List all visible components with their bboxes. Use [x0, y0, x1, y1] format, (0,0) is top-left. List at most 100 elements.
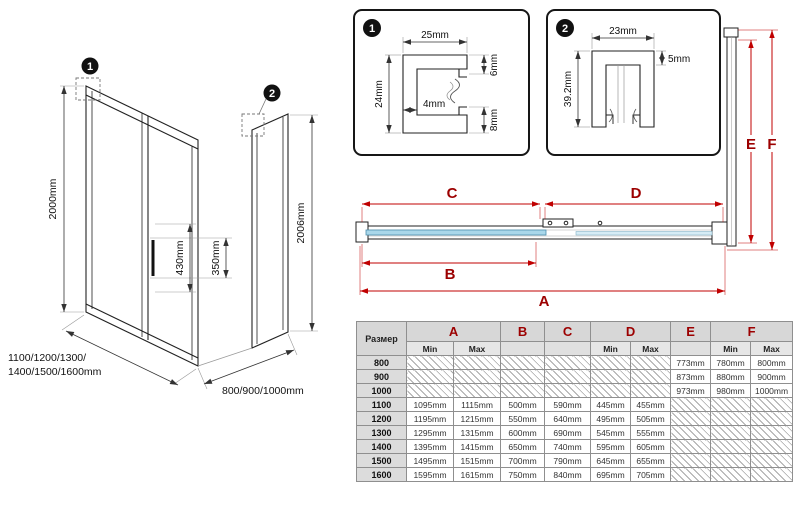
spring-right [633, 108, 638, 123]
front-sliding-door-panel [85, 85, 199, 367]
value-cell: 600mm [500, 425, 546, 440]
handle-dimension-2: 350mm [210, 240, 222, 275]
detail-2-box: 2 23mm 5mm 39.2mm [546, 9, 721, 156]
callout-1-box [75, 77, 101, 101]
value-cell: 1095mm [406, 397, 454, 412]
value-cell: 700mm [500, 453, 546, 468]
value-cell: 740mm [544, 439, 592, 454]
clip-right [632, 114, 640, 124]
depth-dimension: 800/900/1000mm [222, 385, 304, 397]
value-cell: 800mm [750, 355, 794, 370]
detail-1-dim-left: 24mm [374, 80, 385, 108]
value-cell [670, 439, 712, 454]
value-cell [750, 453, 794, 468]
value-cell [670, 453, 712, 468]
column-d-header: D [590, 321, 672, 342]
sliding-glass-panel [365, 229, 547, 236]
size-cell: 1300 [356, 425, 407, 440]
dimension-label-a: A [539, 293, 550, 310]
value-cell: 1515mm [452, 453, 502, 468]
gasket-seal-inner [446, 81, 454, 101]
value-cell: 545mm [590, 425, 632, 440]
value-cell: 790mm [544, 453, 592, 468]
value-cell: 1415mm [452, 439, 502, 454]
value-cell: 455mm [630, 397, 672, 412]
column-c-header: C [544, 321, 592, 342]
value-cell: 1000mm [750, 383, 794, 398]
value-cell [710, 411, 752, 426]
value-cell: 1215mm [452, 411, 502, 426]
value-cell [630, 383, 672, 398]
detail-2-dim-left: 39.2mm [563, 71, 574, 107]
value-cell [590, 369, 632, 384]
value-cell [500, 383, 546, 398]
c-subheader [544, 341, 592, 356]
side-panel-top-view [723, 27, 739, 247]
value-cell: 1395mm [406, 439, 454, 454]
size-cell: 1200 [356, 411, 407, 426]
floor-line [197, 347, 253, 367]
value-cell: 645mm [590, 453, 632, 468]
value-cell [750, 397, 794, 412]
value-cell: 505mm [630, 411, 672, 426]
value-cell: 650mm [500, 439, 546, 454]
value-cell: 973mm [670, 383, 712, 398]
callout-2-number: 2 [269, 88, 275, 100]
value-cell: 1595mm [406, 467, 454, 482]
value-cell [670, 397, 712, 412]
value-cell [544, 383, 592, 398]
value-cell: 590mm [544, 397, 592, 412]
size-table: Размер A B C D E F Min Max Min Max Min M… [356, 321, 794, 482]
value-cell [750, 467, 794, 482]
dimension-label-d: D [631, 185, 642, 202]
value-cell [710, 467, 752, 482]
detail-1-callout-marker [363, 19, 381, 37]
value-cell: 873mm [670, 369, 712, 384]
dimension-label-e: E [746, 136, 756, 153]
width-dimension-line1: 1100/1200/1300/ [8, 352, 86, 364]
value-cell: 655mm [630, 453, 672, 468]
profile-detail-1: 1 25mm 24mm 6mm 8mm [363, 19, 500, 134]
detail-1-dim-top: 25mm [421, 30, 449, 41]
detail-2-dim-top: 23mm [609, 26, 637, 37]
value-cell: 695mm [590, 467, 632, 482]
size-cell: 1500 [356, 453, 407, 468]
value-cell [750, 411, 794, 426]
d-max-header: Max [630, 341, 672, 356]
dimension-label-b: B [445, 266, 456, 283]
callout-1-marker [81, 57, 99, 75]
detail-1-dim-inner: 4mm [423, 99, 445, 110]
dimension-label-f: F [767, 136, 776, 153]
d-min-header: Min [590, 341, 632, 356]
value-cell [750, 439, 794, 454]
value-cell [452, 369, 502, 384]
value-cell [670, 467, 712, 482]
value-cell [452, 355, 502, 370]
value-cell: 550mm [500, 411, 546, 426]
size-cell: 1600 [356, 467, 407, 482]
value-cell [500, 355, 546, 370]
value-cell [710, 453, 752, 468]
detail-2-dim-inner: 5mm [668, 54, 690, 65]
a-max-header: Max [452, 341, 502, 356]
dimension-label-c: C [447, 185, 458, 202]
value-cell: 780mm [710, 355, 752, 370]
size-column-header: Размер [356, 321, 407, 356]
clip-left [606, 114, 614, 124]
detail-1-dim-right-top: 6mm [489, 54, 500, 76]
size-cell: 800 [356, 355, 407, 370]
value-cell [750, 425, 794, 440]
value-cell: 640mm [544, 411, 592, 426]
value-cell: 1195mm [406, 411, 454, 426]
value-cell [544, 369, 592, 384]
size-cell: 1400 [356, 439, 407, 454]
value-cell: 495mm [590, 411, 632, 426]
size-cell: 900 [356, 369, 407, 384]
f-max-header: Max [750, 341, 794, 356]
callout-2-leader [258, 98, 267, 115]
detail-1-dim-right-bottom: 8mm [489, 109, 500, 131]
